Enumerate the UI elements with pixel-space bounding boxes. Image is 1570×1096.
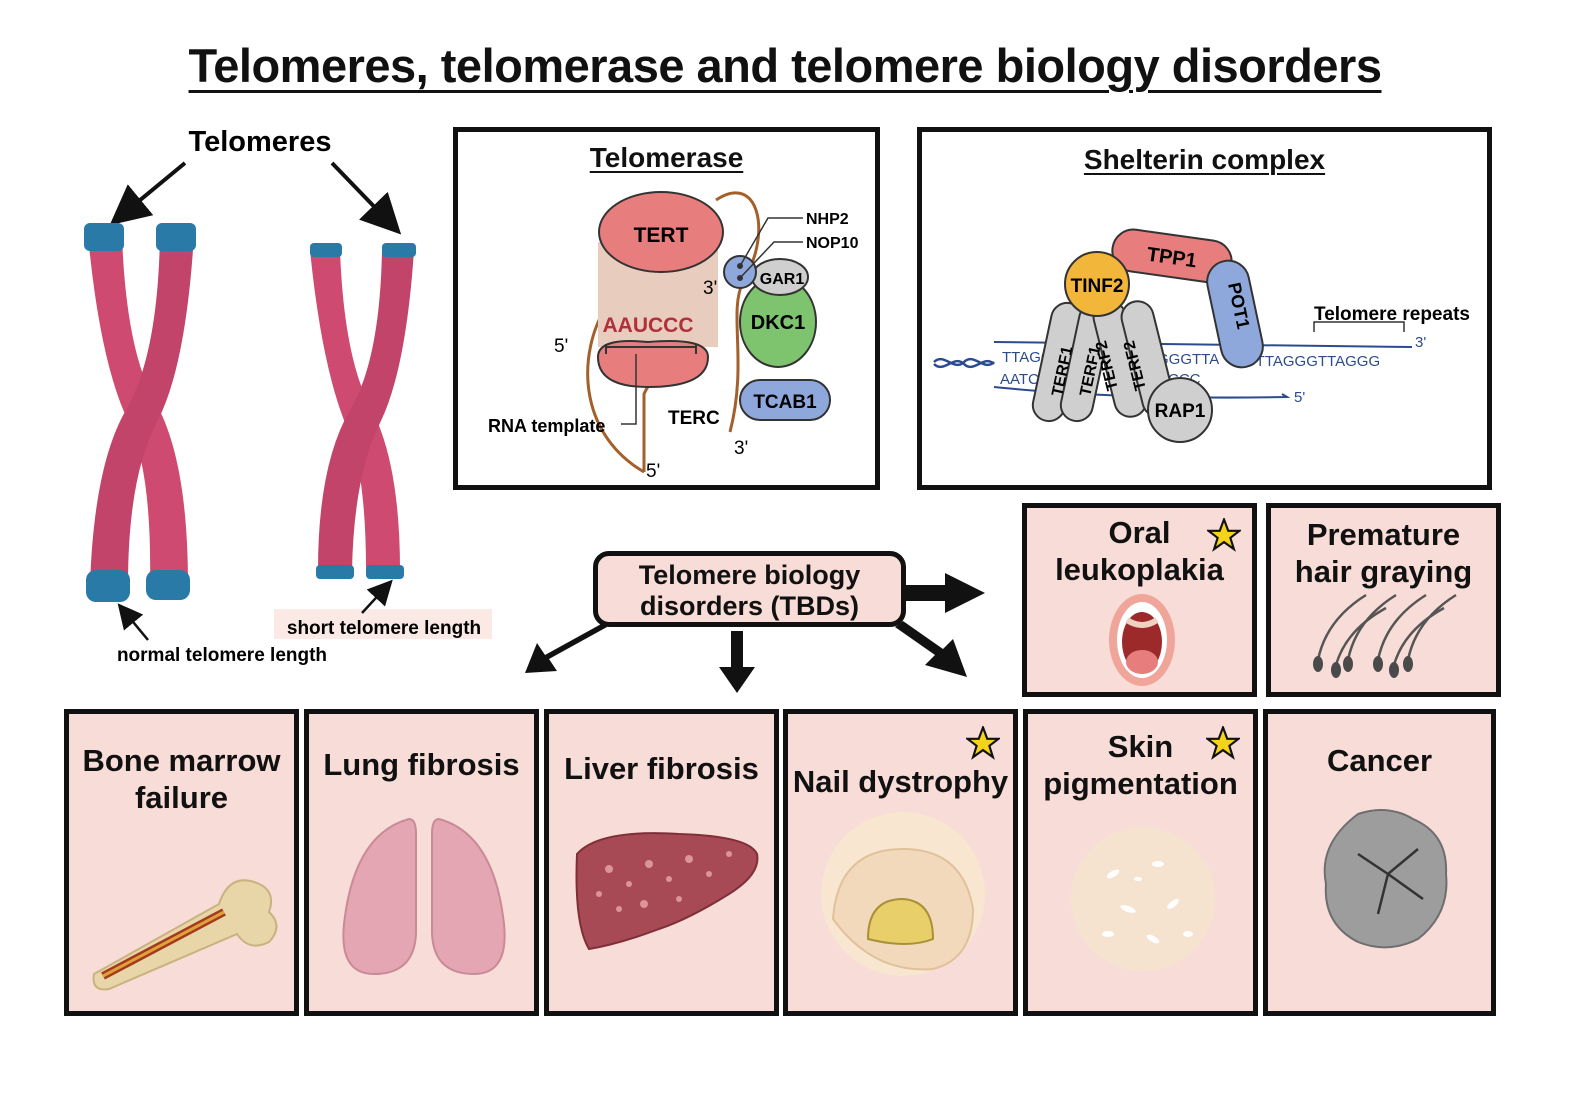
telomere-cap — [156, 223, 196, 251]
telomere-cap — [366, 565, 404, 579]
mouth-icon — [1109, 594, 1175, 686]
cancer-label: Cancer — [1326, 743, 1433, 778]
telomere-repeats-label: Telomere repeats — [1314, 304, 1470, 325]
top-middle-sequence: GGGTTA — [1157, 351, 1219, 368]
tcab1-protein — [739, 379, 831, 421]
end-3-prime-top: 3' — [703, 278, 717, 299]
arrow-to-nail — [895, 621, 967, 677]
shelterin-panel: Shelterin complex TTAGG GGGTTA GTTAGGGTT… — [917, 127, 1492, 490]
nop10-label: NOP10 — [806, 235, 859, 252]
rap1-label: RAP1 — [1155, 401, 1206, 422]
shelterin-title: Shelterin complex — [1083, 144, 1326, 175]
arrow-to-oral — [903, 573, 985, 613]
pot1-protein — [1206, 259, 1264, 369]
top-left-sequence: TTAGG — [1002, 349, 1053, 366]
rna-template-label: RNA template — [488, 416, 605, 436]
gar1-label: GAR1 — [760, 271, 805, 288]
oral-label-line1: Oral — [1108, 515, 1171, 550]
bone-label-line2: failure — [134, 780, 229, 815]
telomere-cap — [84, 223, 124, 251]
tert-label: TERT — [634, 224, 689, 247]
nhp2-nop10-proteins — [723, 255, 757, 289]
normal-chromosome — [84, 223, 196, 602]
rap1-protein — [1147, 377, 1213, 443]
arrow-to-bone-marrow — [525, 623, 607, 673]
tert-lower-domain — [596, 340, 710, 389]
bone-label-line1: Bone marrow — [82, 743, 281, 778]
tinf2-protein — [1064, 251, 1130, 317]
telomere-cap — [382, 243, 416, 257]
telomere-cap — [316, 565, 354, 579]
nhp2-label: NHP2 — [806, 211, 849, 228]
end-3-prime: 3' — [1415, 334, 1426, 351]
skin-label-line2: pigmentation — [1043, 766, 1238, 801]
repeats-bracket — [1313, 321, 1405, 332]
tbd-node: Telomere biology disorders (TBDs) — [593, 551, 906, 627]
nail-label: Nail dystrophy — [792, 764, 1009, 799]
end-5-prime: 5' — [1294, 389, 1305, 406]
hair-label-line1: Premature — [1306, 517, 1461, 552]
short-length-arrow — [361, 579, 393, 614]
oral-label-line2: leukoplakia — [1055, 552, 1224, 587]
telomere-cap — [86, 570, 130, 602]
short-length-label: short telomere length — [287, 618, 481, 639]
star-icon — [1206, 726, 1240, 760]
arrow-to-liver — [719, 631, 755, 693]
tumor-icon — [1323, 809, 1448, 949]
skin-label-line1: Skin — [1107, 729, 1174, 764]
bone-icon — [92, 879, 278, 991]
lungs-icon — [342, 817, 506, 976]
dkc1-label: DKC1 — [751, 312, 805, 334]
end-5-prime-bottom: 5' — [646, 461, 660, 482]
short-chromosome — [310, 243, 416, 579]
page-title: Telomeres, telomerase and telomere biolo… — [188, 39, 1382, 92]
terc-label: TERC — [668, 408, 720, 429]
telomere-cap — [310, 243, 342, 257]
card-cancer: Cancer — [1263, 709, 1496, 1016]
card-liver-fibrosis: Liver fibrosis — [544, 709, 779, 1016]
top-right-sequence: GTTAGGGTTAGGG — [1244, 353, 1380, 370]
star-icon — [1207, 518, 1241, 552]
short-length-label-bg — [274, 609, 492, 639]
card-oral-leukoplakia: Oral leukoplakia — [1022, 503, 1257, 697]
card-skin-pigmentation: Skin pigmentation — [1023, 709, 1258, 1016]
telomeres-heading: Telomeres — [189, 126, 332, 158]
terc-strand — [586, 306, 645, 474]
shelterin-diagram: TTAGG GGGTTA GTTAGGGTTAGGG AATC CCC Telo… — [933, 228, 1470, 443]
tbd-label-line2: disorders (TBDs) — [639, 591, 860, 621]
template-sequence: AAUCCC — [603, 314, 694, 337]
dna-helix — [933, 357, 995, 367]
card-premature-hair-graying: Premature hair graying — [1266, 503, 1501, 697]
arrow-to-short-telomere — [330, 161, 402, 235]
telomere-cap — [146, 570, 190, 600]
card-nail-dystrophy: Nail dystrophy — [783, 709, 1018, 1016]
card-lung-fibrosis: Lung fibrosis — [304, 709, 539, 1016]
tinf2-label: TINF2 — [1071, 276, 1124, 297]
hair-label-line2: hair graying — [1294, 554, 1473, 589]
tbd-arrows — [525, 573, 985, 693]
end-3-prime-bottom: 3' — [734, 438, 748, 459]
arrow-to-normal-telomere — [109, 161, 187, 226]
skin-icon — [1071, 827, 1215, 971]
tert-protein — [598, 191, 724, 273]
liver-label: Liver fibrosis — [564, 751, 759, 786]
lung-label: Lung fibrosis — [323, 747, 520, 782]
nail-icon — [821, 812, 985, 976]
normal-length-arrow — [117, 603, 149, 641]
card-bone-marrow-failure: Bone marrow failure — [64, 709, 299, 1016]
telomerase-diagram: TERT AAUCCC 3' 5' RNA template TERC 5' 3… — [488, 191, 859, 482]
tbd-label-line1: Telomere biology — [638, 560, 861, 590]
end-5-prime-left: 5' — [554, 336, 568, 357]
chromosome-illustration: Telomeres normal telomere length short t… — [84, 126, 492, 666]
telomerase-title: Telomerase — [589, 142, 744, 173]
star-icon — [966, 726, 1000, 760]
tcab1-label: TCAB1 — [753, 392, 817, 413]
bottom-left-sequence: AATC — [1000, 371, 1039, 388]
liver-icon — [575, 832, 759, 951]
telomerase-panel: Telomerase TERT AAUCCC 3' 5' RNA templat… — [453, 127, 880, 490]
normal-length-label: normal telomere length — [117, 645, 327, 666]
gray-hair-icon — [1313, 593, 1457, 678]
